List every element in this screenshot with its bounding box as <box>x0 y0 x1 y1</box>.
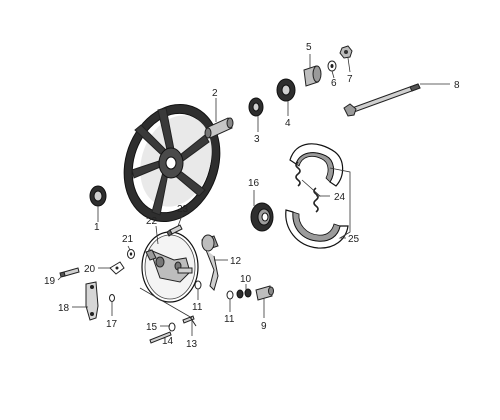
callout-4: 4 <box>285 118 291 129</box>
spacer-collar <box>303 65 322 87</box>
callout-labels: 1 2 3 4 5 6 7 8 9 10 11 11 12 13 14 15 1… <box>44 42 460 350</box>
callout-11-a: 11 <box>192 302 203 313</box>
callout-9: 9 <box>261 321 267 332</box>
arm-pin <box>109 294 115 302</box>
callout-18: 18 <box>58 303 70 314</box>
washer <box>327 60 337 72</box>
callout-5: 5 <box>306 42 312 53</box>
wheel-bearing-left <box>89 185 107 207</box>
callout-14: 14 <box>162 336 174 347</box>
callout-15: 15 <box>146 322 158 333</box>
brake-arm <box>85 281 99 321</box>
joint-pin <box>149 331 172 344</box>
axle-sleeve <box>204 117 234 139</box>
callout-12: 12 <box>230 256 242 267</box>
brake-bearing <box>250 202 274 232</box>
callout-6: 6 <box>331 78 337 89</box>
hub-bearing <box>276 78 296 102</box>
adjuster-nut <box>255 285 274 301</box>
axle-nut <box>339 45 353 59</box>
axle-bolt <box>343 83 421 117</box>
callout-7: 7 <box>347 74 353 85</box>
bushing-lower <box>226 290 234 300</box>
callout-24: 24 <box>334 192 346 203</box>
brake-panel <box>141 231 199 303</box>
callout-1: 1 <box>94 222 100 233</box>
callout-13: 13 <box>186 339 198 350</box>
wear-indicator <box>109 261 125 275</box>
cotter-pin <box>182 315 197 327</box>
callout-23: 23 <box>177 204 189 215</box>
joint-washer <box>168 322 176 332</box>
callout-19: 19 <box>44 276 56 287</box>
panel-spindle <box>145 249 157 261</box>
callout-25: 25 <box>348 234 360 245</box>
wheel-bearing-right <box>248 97 264 117</box>
callout-17: 17 <box>106 319 118 330</box>
callout-11-b: 11 <box>224 314 235 325</box>
callout-20: 20 <box>84 264 96 275</box>
panel-bolt <box>166 224 183 237</box>
wheel-rim <box>123 103 221 223</box>
panel-washer <box>127 249 135 259</box>
callout-10: 10 <box>240 274 252 285</box>
adjuster-spring <box>236 288 252 299</box>
callout-22: 22 <box>146 216 158 227</box>
callout-8: 8 <box>454 80 460 91</box>
bushing-upper <box>194 280 202 290</box>
brake-cam <box>201 234 219 291</box>
callout-2: 2 <box>212 88 218 99</box>
brake-spring-right <box>313 187 319 213</box>
brake-shoe-upper <box>289 143 344 187</box>
brake-spring-left <box>295 161 301 187</box>
callout-3: 3 <box>254 134 260 145</box>
callout-16: 16 <box>248 178 260 189</box>
brake-shoe-lower <box>285 209 349 249</box>
callout-21: 21 <box>122 234 134 245</box>
arm-bolt <box>59 267 80 278</box>
leader-lines <box>57 54 450 336</box>
